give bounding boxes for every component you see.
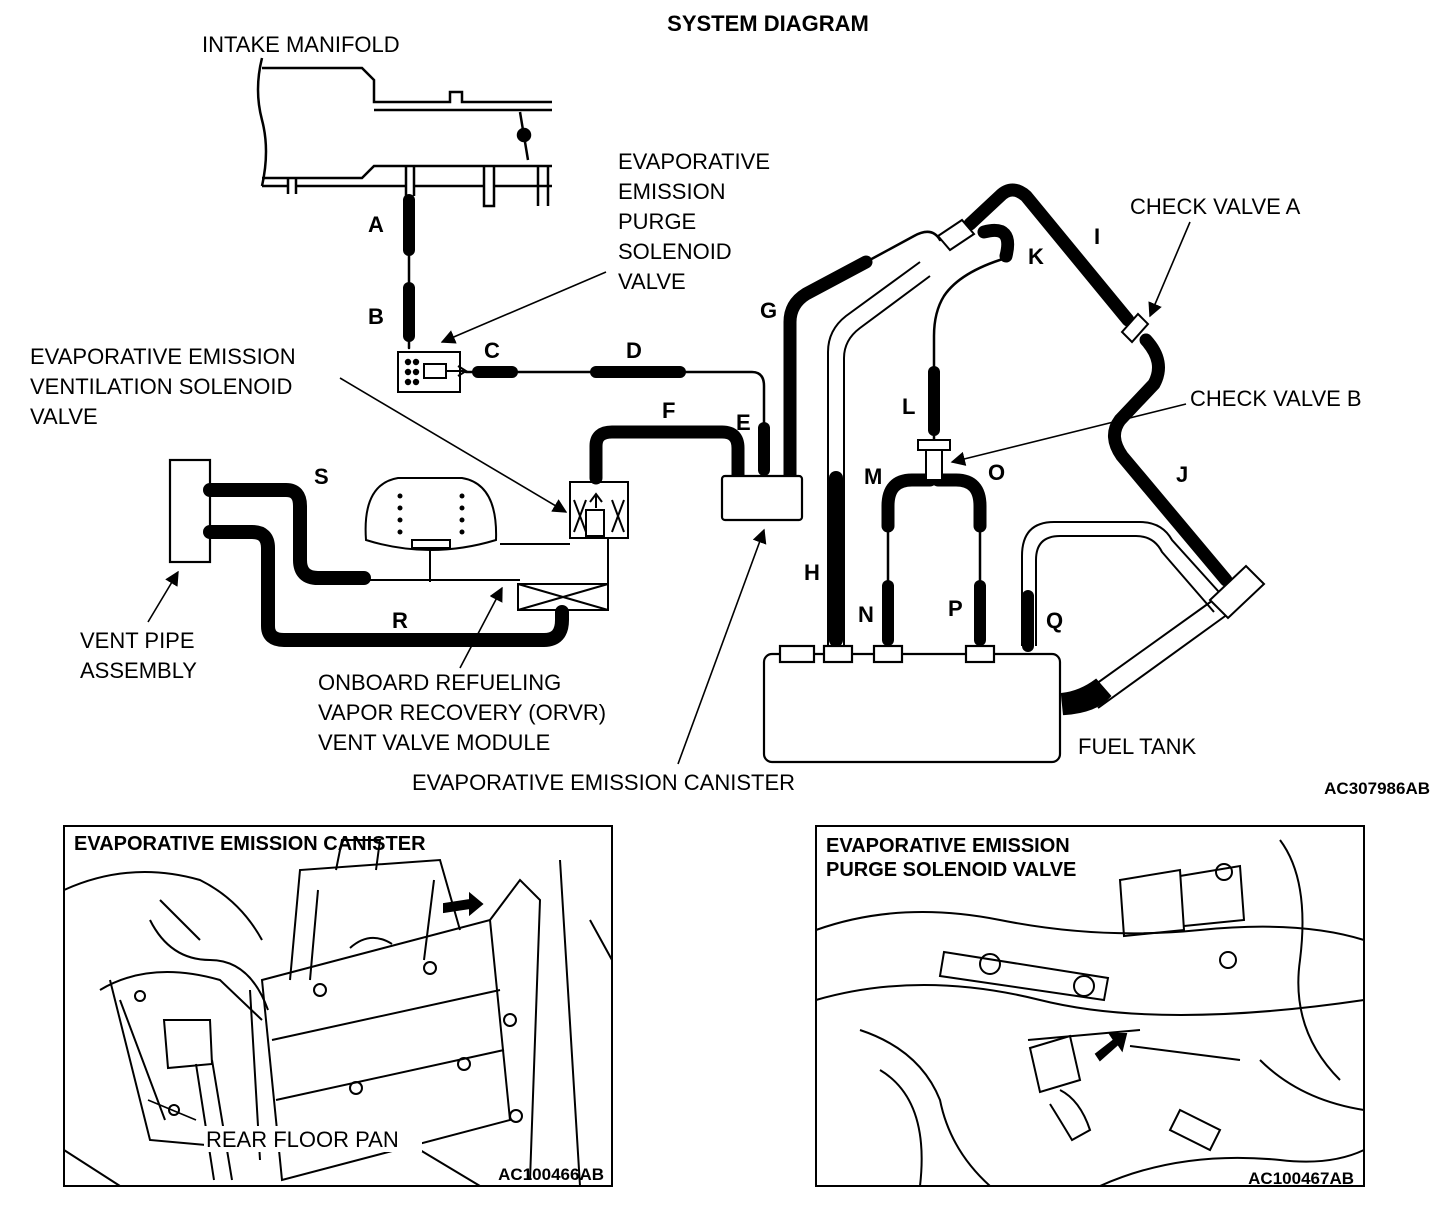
svg-text:VENT PIPE: VENT PIPE (80, 628, 195, 653)
svg-text:VENTILATION SOLENOID: VENTILATION SOLENOID (30, 374, 292, 399)
ventilation-solenoid-valve (569, 481, 629, 582)
diagram-reference-code: AC307986AB (1324, 779, 1430, 798)
svg-text:ASSEMBLY: ASSEMBLY (80, 658, 197, 683)
hose-f (589, 425, 745, 485)
check-valve-a (1120, 312, 1150, 344)
hose-label-q: Q (1046, 608, 1063, 633)
purge-solenoid-valve (397, 351, 468, 393)
photo-right-title-1: EVAPORATIVE EMISSION (826, 835, 1070, 857)
hose-label-n: N (858, 602, 874, 627)
hose-label-k: K (1028, 244, 1044, 269)
hose-junctions (936, 218, 1266, 620)
metal-tubes (500, 261, 1229, 709)
vapor-dome (364, 477, 520, 582)
svg-text:VALVE: VALVE (30, 404, 98, 429)
hose-m (881, 473, 937, 533)
label-purge-valve: EVAPORATIVE EMISSION PURGE SOLENOID VALV… (618, 149, 770, 294)
hose-label-s: S (314, 464, 329, 489)
hose-label-o: O (988, 460, 1005, 485)
hose-label-p: P (948, 596, 963, 621)
label-check-valve-b: CHECK VALVE B (1190, 386, 1362, 411)
vent-pipe-assembly (168, 458, 212, 564)
hose-label-b: B (368, 304, 384, 329)
svg-text:EVAPORATIVE: EVAPORATIVE (618, 149, 770, 174)
photo-panel-purge-valve: EVAPORATIVE EMISSION PURGE SOLENOID VALV… (815, 825, 1365, 1188)
hose-label-l: L (902, 394, 915, 419)
hose-label-r: R (392, 608, 408, 633)
hose-label-c: C (484, 338, 500, 363)
hose-label-f: F (662, 398, 675, 423)
diagram-title: SYSTEM DIAGRAM (667, 11, 869, 36)
svg-text:PURGE: PURGE (618, 209, 696, 234)
label-check-valve-a: CHECK VALVE A (1130, 194, 1301, 219)
svg-text:EVAPORATIVE EMISSION: EVAPORATIVE EMISSION (30, 344, 296, 369)
intake-manifold (256, 57, 552, 208)
svg-text:VAPOR RECOVERY (ORVR): VAPOR RECOVERY (ORVR) (318, 700, 606, 725)
hose-j (1108, 333, 1233, 587)
photo-left-callout: REAR FLOOR PAN (206, 1127, 399, 1152)
evaporative-emission-canister (720, 474, 804, 522)
svg-text:EMISSION: EMISSION (618, 179, 726, 204)
hose-g (783, 255, 873, 485)
hose-k (977, 224, 1015, 263)
hose-letter-labels: A B C D E F G H I J K L M N O P Q R S (314, 212, 1188, 633)
svg-text:ONBOARD REFUELING: ONBOARD REFUELING (318, 670, 561, 695)
label-canister: EVAPORATIVE EMISSION CANISTER (412, 770, 795, 795)
hose-label-m: M (864, 464, 882, 489)
label-vent-pipe-assembly: VENT PIPE ASSEMBLY (80, 628, 197, 683)
photo-left-title: EVAPORATIVE EMISSION CANISTER (74, 833, 426, 855)
hose-label-i: I (1094, 224, 1100, 249)
label-intake-manifold: INTAKE MANIFOLD (202, 32, 400, 57)
hose-label-e: E (736, 410, 751, 435)
photo-panel-canister: EVAPORATIVE EMISSION CANISTER REAR FLOOR… (63, 825, 613, 1187)
svg-text:SOLENOID: SOLENOID (618, 239, 732, 264)
hose-label-j: J (1176, 462, 1188, 487)
hose-r (203, 525, 569, 647)
svg-text:VENT VALVE MODULE: VENT VALVE MODULE (318, 730, 550, 755)
photo-left-reference: AC100466AB (498, 1165, 604, 1184)
rear-floor-pan-leader (147, 1099, 197, 1121)
hose-o (931, 473, 987, 533)
label-orvr-module: ONBOARD REFUELING VAPOR RECOVERY (ORVR) … (318, 670, 606, 755)
hose-s (203, 483, 371, 585)
hose-i (963, 183, 1135, 327)
check-valve-b (917, 439, 951, 481)
label-ventilation-solenoid: EVAPORATIVE EMISSION VENTILATION SOLENOI… (30, 344, 296, 429)
orvr-vent-valve-module (517, 582, 609, 611)
photo-right-reference: AC100467AB (1248, 1169, 1354, 1188)
label-fuel-tank: FUEL TANK (1078, 734, 1197, 759)
hose-network (203, 183, 1233, 654)
hose-label-g: G (760, 298, 777, 323)
hose-label-h: H (804, 560, 820, 585)
callout-leaders (147, 221, 1191, 765)
hose-label-a: A (368, 212, 384, 237)
fuel-tank (762, 644, 1112, 764)
canister-line-drawing (63, 839, 613, 1187)
photo-right-title-2: PURGE SOLENOID VALVE (826, 859, 1076, 881)
hose-label-d: D (626, 338, 642, 363)
svg-text:VALVE: VALVE (618, 269, 686, 294)
purge-valve-line-drawing (815, 839, 1365, 1187)
